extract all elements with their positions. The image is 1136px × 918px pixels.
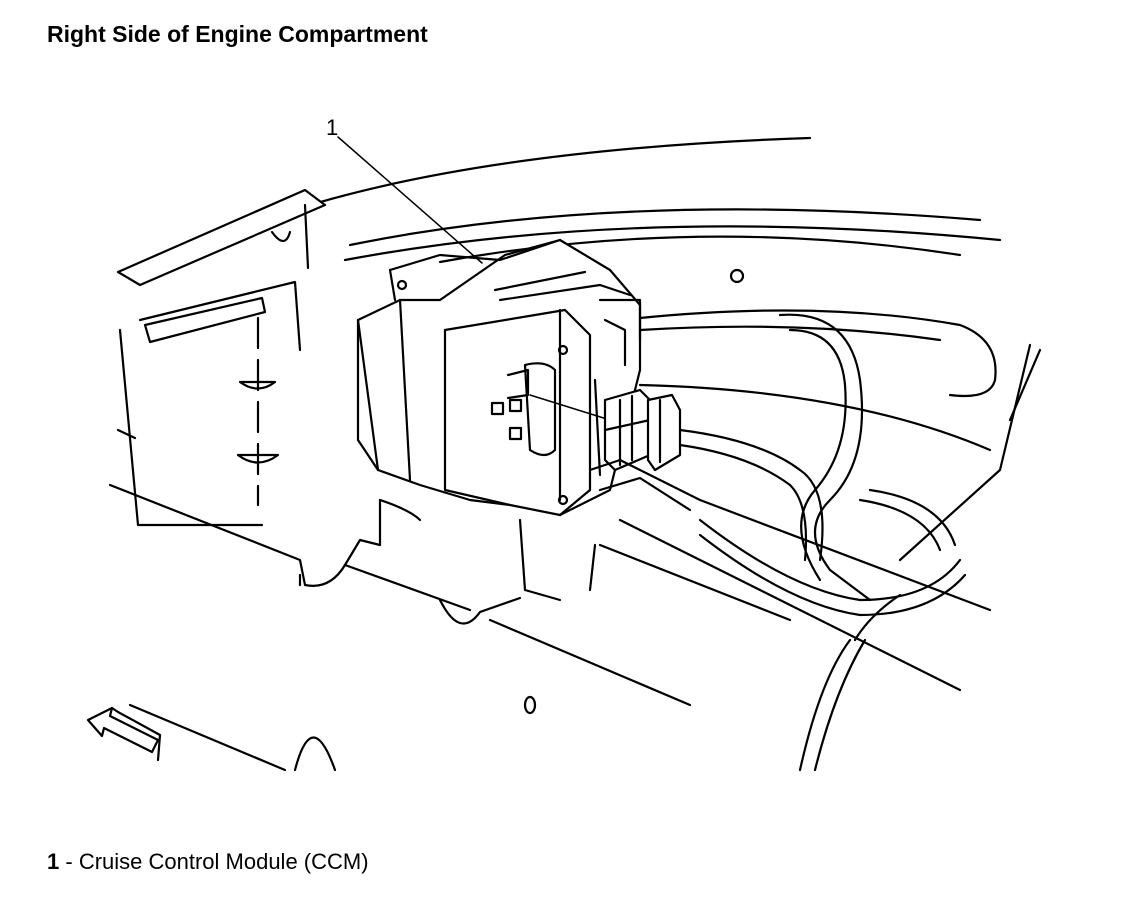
- legend-number: 1: [47, 849, 60, 874]
- fender-edge: [248, 136, 1002, 264]
- legend-item: 1 - Cruise Control Module (CCM): [47, 848, 369, 876]
- legend: 1 - Cruise Control Module (CCM): [47, 848, 369, 876]
- callout-number: 1: [326, 115, 338, 140]
- page-title: Right Side of Engine Compartment: [47, 21, 428, 47]
- callout-1: 1: [326, 115, 483, 264]
- cruise-control-module: [356, 238, 642, 517]
- inner-fender: [638, 309, 1042, 562]
- harness-connector: [529, 388, 702, 512]
- mounting-rail: [108, 268, 992, 772]
- wiring-harness: [678, 313, 967, 772]
- legend-separator: -: [59, 849, 79, 874]
- legend-text: Cruise Control Module (CCM): [78, 849, 369, 874]
- cowl-bracket: [116, 188, 327, 527]
- direction-arrow-icon: [86, 706, 162, 762]
